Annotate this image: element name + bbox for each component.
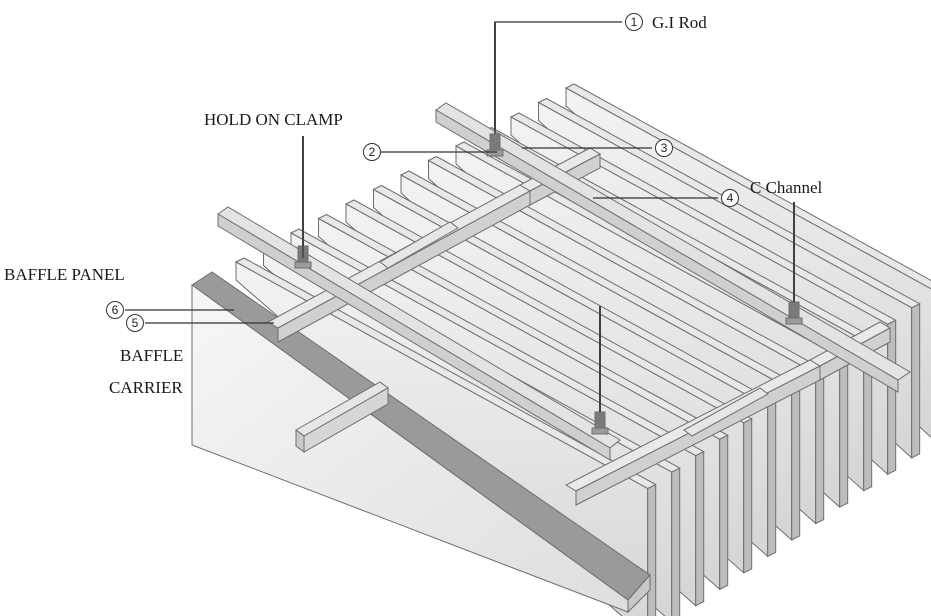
- hold-on-clamp-label: HOLD ON CLAMP: [204, 110, 343, 129]
- carrier-link: [379, 221, 459, 269]
- callout-4-badge: 4: [721, 189, 739, 207]
- callout-2-badge: 2: [363, 143, 381, 161]
- clamp-base: [785, 317, 803, 325]
- baffle-carrier-label-line1: BAFFLE: [120, 346, 184, 365]
- hold-on-clamp: [489, 133, 501, 151]
- slat-end: [719, 434, 729, 591]
- callout-6-badge: 6: [106, 301, 124, 319]
- clamp-base: [591, 427, 609, 435]
- callout-1-badge: 1: [625, 13, 643, 31]
- slat-end: [671, 467, 681, 616]
- slat-end: [695, 450, 705, 607]
- clamp-base: [486, 149, 504, 157]
- slat-end: [887, 319, 897, 476]
- slat-end: [839, 352, 849, 508]
- front-baffle-panel: [191, 271, 651, 614]
- baffle-carrier-label-line2: CARRIER: [109, 378, 183, 397]
- loose-carrier-piece: [295, 381, 389, 453]
- c-channel-left: [217, 206, 621, 461]
- leader-lines: [125, 21, 795, 412]
- baffle-panel-label: BAFFLE PANEL: [4, 265, 125, 284]
- c-channel-label: C Channel: [750, 178, 823, 197]
- slat-end: [647, 483, 657, 616]
- slat-end: [767, 401, 777, 558]
- callout-3-badge: 3: [655, 139, 673, 157]
- hold-on-clamp: [594, 411, 606, 429]
- gi-rod-label: G.I Rod: [652, 13, 707, 32]
- hold-on-clamp: [788, 301, 800, 319]
- slat-end: [791, 385, 801, 541]
- carrier-link: [683, 387, 769, 437]
- clamp-base: [294, 261, 312, 269]
- slat-end: [815, 368, 825, 525]
- callout-5-badge: 5: [126, 314, 144, 332]
- slat-end: [743, 418, 753, 574]
- slat-end: [911, 303, 921, 459]
